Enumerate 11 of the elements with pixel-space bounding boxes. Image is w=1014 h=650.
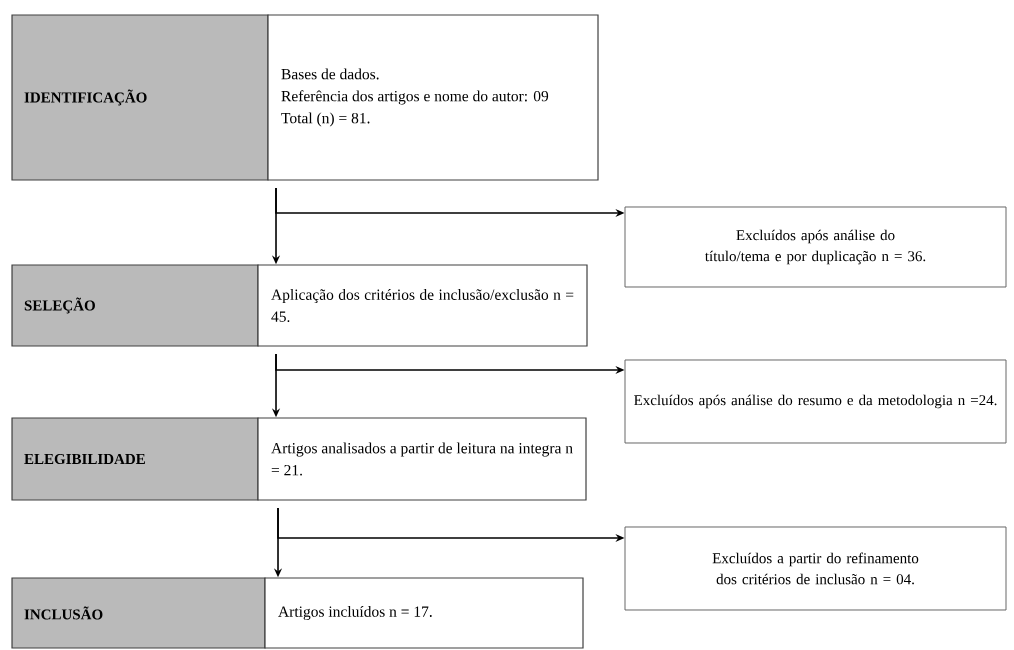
process-box: Bases de dados. Referência dos artigos e nome do autor: 09 Total (n) = 81. xyxy=(267,14,599,181)
exclusion-box: Excluídos após análise do resumo e da metodologia n =24. xyxy=(624,359,1007,444)
stage-label-box: SELEÇÃO xyxy=(11,264,259,347)
stage-label-box: INCLUSÃO xyxy=(11,577,266,649)
stage-label-box: IDENTIFICAÇÃO xyxy=(11,14,269,181)
process-box: Artigos incluídos n = 17. xyxy=(264,577,584,649)
exclusion-box: Excluídos após análise do título/tema e por duplicação n = 36. xyxy=(624,206,1007,288)
stage-label-box: ELEGIBILIDADE xyxy=(11,417,259,501)
process-box: Artigos analisados a partir de leitura na integra n = 21. xyxy=(257,417,587,501)
process-box: Aplicação dos critérios de inclusão/exclusão n = 45. xyxy=(257,264,588,347)
exclusion-box: Excluídos a partir do refinamento dos critérios de inclusão n = 04. xyxy=(624,526,1007,611)
